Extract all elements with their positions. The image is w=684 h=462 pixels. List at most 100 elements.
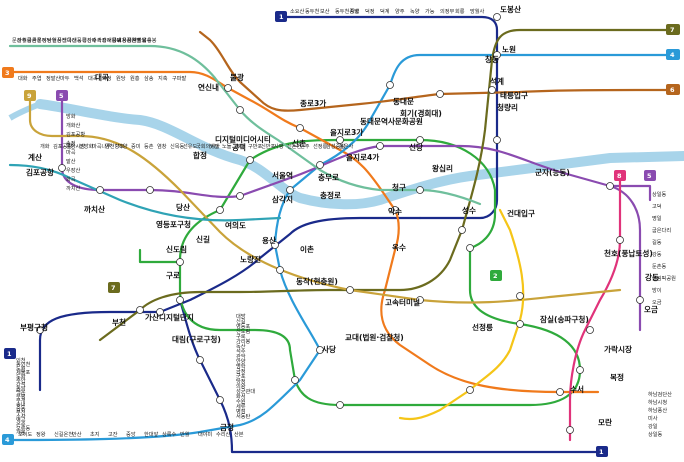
station-label[interactable]: 사평	[274, 142, 284, 150]
station-marker[interactable]	[493, 13, 501, 21]
station-label[interactable]: 강일	[648, 422, 658, 430]
station-marker[interactable]	[176, 296, 184, 304]
station-label[interactable]: 오금	[652, 299, 662, 306]
station-label[interactable]: 상일동	[648, 430, 663, 438]
station-marker[interactable]	[493, 51, 501, 59]
station-marker[interactable]	[493, 136, 501, 144]
station-label[interactable]: 서빙고	[132, 36, 147, 44]
station-label[interactable]: 고잔	[108, 430, 118, 438]
station-label[interactable]: 구반포	[248, 142, 263, 150]
station-label[interactable]: 백석	[74, 74, 84, 82]
station-label[interactable]: 덕정	[365, 8, 375, 15]
station-label[interactable]: 언주	[300, 143, 310, 150]
station-marker[interactable]	[466, 244, 474, 252]
station-marker[interactable]	[586, 326, 594, 334]
station-label[interactable]: 굽은다리	[652, 226, 671, 234]
station-label[interactable]: 초지	[90, 430, 100, 438]
station-marker[interactable]	[436, 90, 444, 98]
station-marker[interactable]	[516, 292, 524, 300]
station-label[interactable]: 곡산	[67, 36, 77, 44]
station-label[interactable]: 원당	[116, 74, 126, 82]
station-label[interactable]: 우장산	[66, 166, 81, 174]
station-label[interactable]: 마곡	[66, 148, 76, 156]
station-label[interactable]: 일산	[52, 36, 62, 44]
station-label[interactable]: 운정	[37, 37, 47, 44]
station-label[interactable]: 대야미	[198, 430, 213, 438]
station-label[interactable]: 송내	[16, 400, 26, 408]
station-label[interactable]: 정발산	[46, 74, 61, 82]
station-label[interactable]: 올림픽공원	[652, 274, 676, 282]
station-label[interactable]: 온수	[16, 421, 26, 428]
station-marker[interactable]	[224, 84, 232, 92]
station-label[interactable]: 신도림	[236, 327, 251, 335]
station-marker[interactable]	[458, 226, 466, 234]
station-label[interactable]: 가양	[118, 142, 128, 150]
station-label[interactable]: 홍대입구	[102, 36, 121, 44]
station-label[interactable]: 화곡	[66, 176, 76, 183]
station-label[interactable]: 개화	[40, 142, 50, 150]
station-label[interactable]: 주엽	[32, 74, 42, 82]
station-label[interactable]: 백운	[16, 388, 26, 396]
station-label[interactable]: 수색	[92, 36, 102, 44]
station-marker[interactable]	[96, 186, 104, 194]
station-label[interactable]: 신길	[236, 317, 246, 325]
station-marker[interactable]	[556, 388, 564, 396]
station-label[interactable]: 대화	[18, 74, 28, 82]
station-label[interactable]: 상일동	[652, 190, 667, 198]
station-label[interactable]: 풍산	[57, 36, 67, 44]
station-label[interactable]: 지행	[350, 7, 360, 15]
station-label[interactable]: 보산	[320, 7, 330, 15]
station-label[interactable]: 성균관대	[236, 387, 255, 395]
station-label[interactable]: 의정부	[440, 8, 455, 15]
station-label[interactable]: 신반포	[261, 142, 276, 150]
station-label[interactable]: 부개	[16, 396, 26, 404]
station-label[interactable]: 용산	[122, 36, 132, 44]
station-marker[interactable]	[58, 164, 66, 172]
station-label[interactable]: 공항시장	[66, 142, 85, 150]
station-label[interactable]: 독산	[236, 342, 246, 350]
station-marker[interactable]	[376, 142, 384, 150]
station-label[interactable]: 하남시청	[648, 398, 667, 406]
station-label[interactable]: 대곡	[72, 36, 82, 44]
station-label[interactable]: 관악	[236, 352, 246, 360]
station-marker[interactable]	[216, 206, 224, 214]
station-marker[interactable]	[566, 426, 574, 434]
station-marker[interactable]	[386, 81, 394, 89]
station-label[interactable]: 공덕	[112, 37, 122, 44]
station-marker[interactable]	[136, 306, 144, 314]
station-label[interactable]: 까치산	[66, 184, 81, 192]
station-label[interactable]: 녹양	[410, 7, 420, 15]
station-label[interactable]: 양천향교	[105, 142, 124, 150]
station-label[interactable]: 금정	[236, 368, 246, 375]
station-label[interactable]: 간석	[16, 380, 26, 388]
station-label[interactable]: 김포공항	[66, 130, 85, 138]
station-marker[interactable]	[336, 401, 344, 409]
station-label[interactable]: 김포공항	[53, 142, 72, 150]
station-label[interactable]: 방이	[652, 286, 662, 294]
station-label[interactable]: 안산	[72, 430, 82, 438]
station-label[interactable]: 동두천	[305, 8, 320, 15]
station-label[interactable]: 수리산	[216, 430, 231, 438]
station-label[interactable]: 오이도	[18, 430, 33, 438]
station-marker[interactable]	[516, 320, 524, 328]
station-marker[interactable]	[606, 182, 614, 190]
station-label[interactable]: 반월	[180, 430, 190, 438]
station-label[interactable]: 삼송	[144, 74, 154, 82]
station-marker[interactable]	[466, 386, 474, 394]
station-label[interactable]: 송정	[66, 139, 76, 147]
station-label[interactable]: 국회의사당	[196, 142, 220, 150]
station-label[interactable]: 도원	[16, 364, 26, 372]
station-label[interactable]: 제물포	[16, 368, 31, 376]
station-label[interactable]: 석수	[236, 347, 246, 355]
station-label[interactable]: 가좌	[97, 36, 107, 44]
station-label[interactable]: 길동	[652, 238, 662, 246]
station-label[interactable]: 효창공원앞	[117, 36, 141, 44]
station-label[interactable]: 당정	[236, 378, 246, 385]
station-marker[interactable]	[246, 156, 254, 164]
station-label[interactable]: 양주	[395, 7, 405, 15]
station-label[interactable]: 오류동	[16, 425, 31, 432]
station-label[interactable]: 원흥	[130, 74, 140, 82]
station-label[interactable]: 마두	[60, 74, 70, 82]
station-marker[interactable]	[616, 236, 624, 244]
station-marker[interactable]	[636, 296, 644, 304]
